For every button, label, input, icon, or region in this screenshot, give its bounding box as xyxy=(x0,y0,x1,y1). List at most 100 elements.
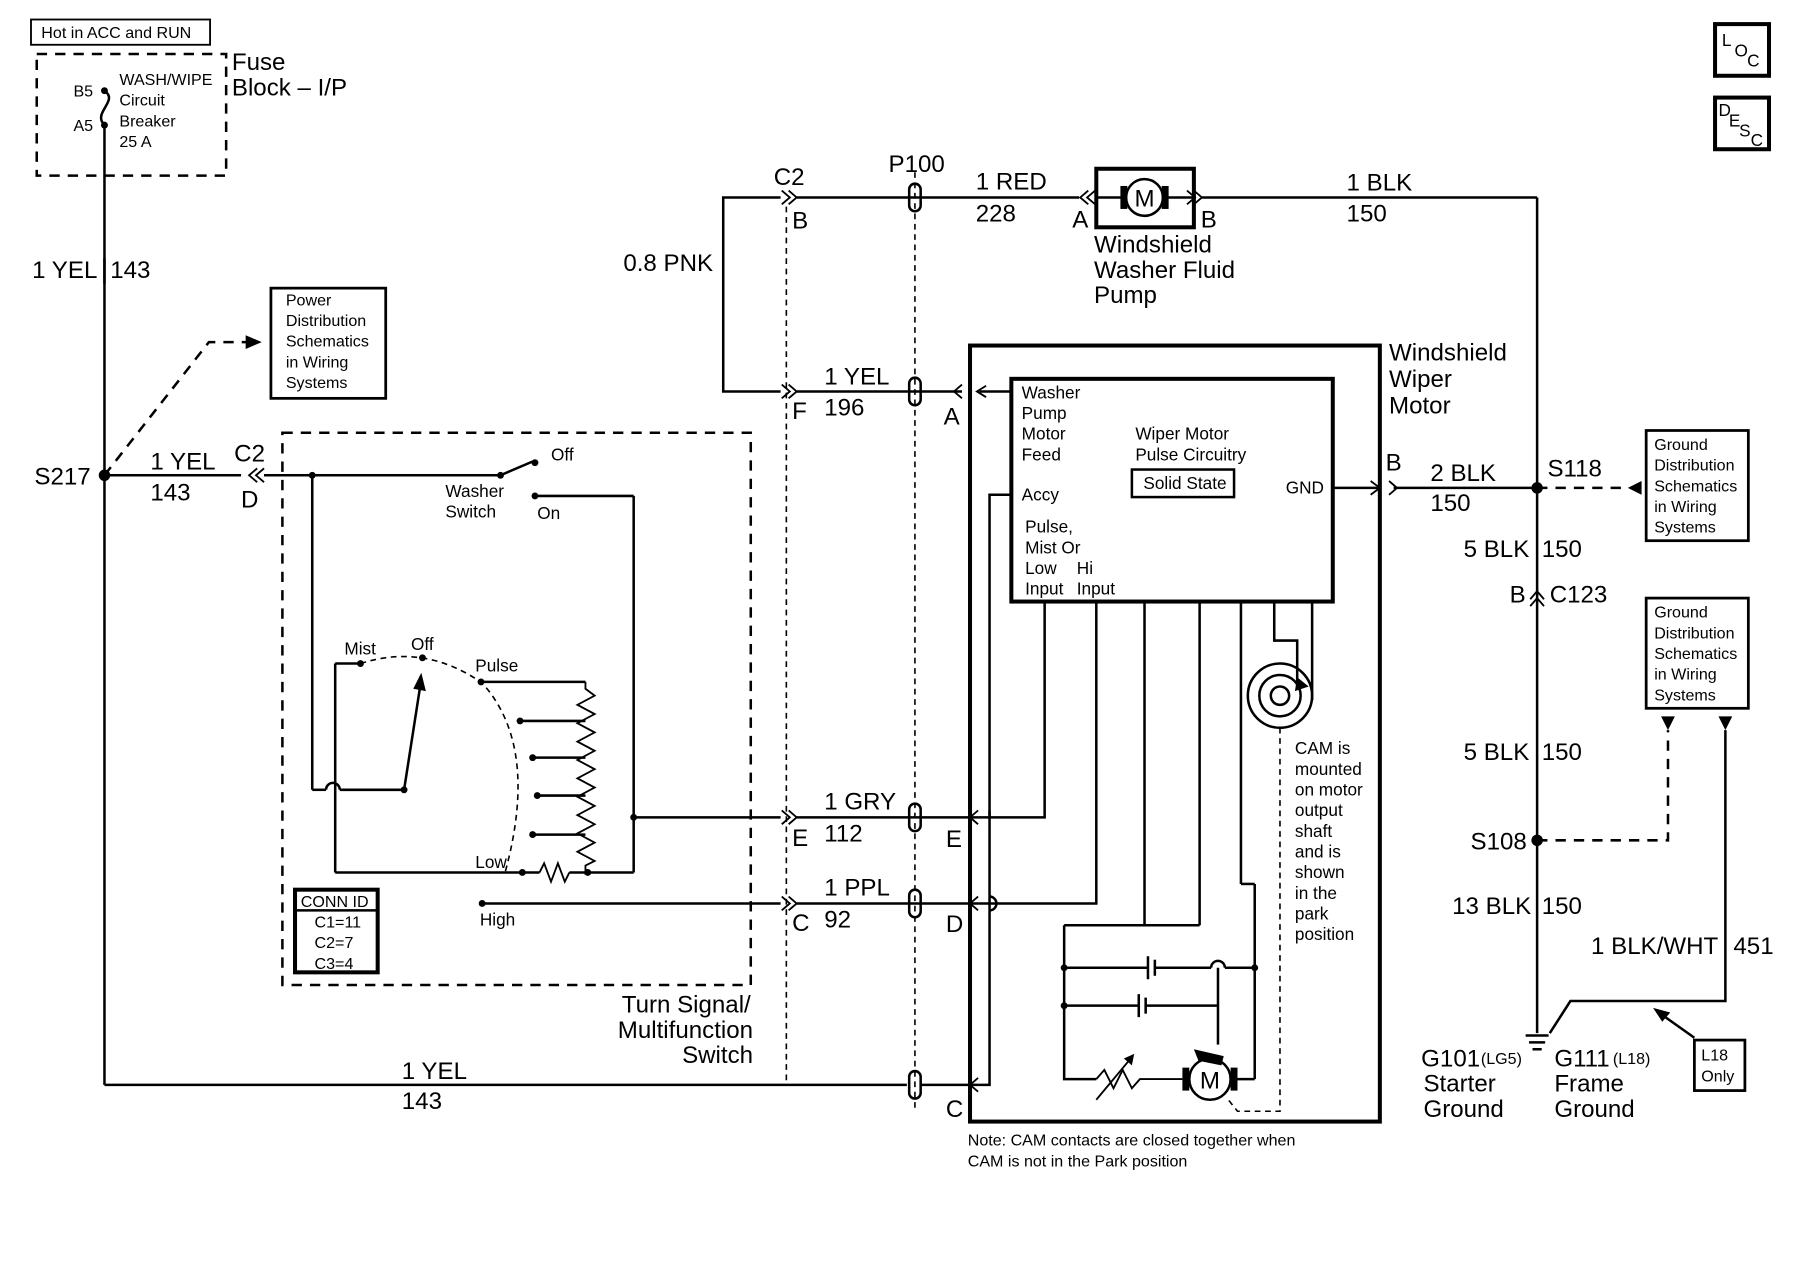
svg-text:Windshield: Windshield xyxy=(1389,339,1507,366)
breaker-label-2: Circuit xyxy=(119,92,165,110)
svg-text:Motor: Motor xyxy=(1389,392,1451,419)
svg-text:O: O xyxy=(1735,40,1748,60)
svg-text:C3=4: C3=4 xyxy=(315,955,354,973)
svg-text:Washer: Washer xyxy=(1022,382,1081,402)
svg-text:150: 150 xyxy=(1542,739,1582,766)
svg-text:13 BLK: 13 BLK xyxy=(1452,893,1531,920)
svg-text:Schematics: Schematics xyxy=(286,333,369,351)
svg-text:D: D xyxy=(1718,100,1730,120)
l18-only-box: L18 Only xyxy=(1693,1038,1747,1092)
svg-text:P100: P100 xyxy=(889,151,945,178)
svg-text:1 GRY: 1 GRY xyxy=(824,788,896,815)
svg-text:L: L xyxy=(1722,30,1732,50)
hot-label: Hot in ACC and RUN xyxy=(41,24,191,42)
circuit-breaker-symbol xyxy=(99,89,111,127)
svg-text:GND: GND xyxy=(1286,478,1324,498)
ground-distribution-ref-1[interactable]: Ground Distribution Schematics in Wiring… xyxy=(1644,429,1750,543)
svg-text:Power: Power xyxy=(286,291,332,309)
svg-text:Switch: Switch xyxy=(682,1042,753,1069)
wiper-motor-symbol: M xyxy=(1200,1067,1220,1094)
svg-text:Mist Or: Mist Or xyxy=(1025,537,1081,557)
svg-text:1 YEL: 1 YEL xyxy=(150,449,215,476)
svg-text:C123: C123 xyxy=(1550,582,1608,609)
svg-text:1 PPL: 1 PPL xyxy=(824,874,890,901)
svg-text:F: F xyxy=(792,398,807,425)
svg-text:in the: in the xyxy=(1295,883,1337,903)
svg-text:5 BLK: 5 BLK xyxy=(1464,739,1530,766)
ground-distribution-ref-2[interactable]: Ground Distribution Schematics in Wiring… xyxy=(1644,596,1750,710)
svg-text:shaft: shaft xyxy=(1295,821,1333,841)
svg-text:Accy: Accy xyxy=(1022,485,1060,505)
svg-text:Low: Low xyxy=(475,852,507,872)
svg-text:Off: Off xyxy=(551,444,574,464)
washer-fluid-pump: M A B Windshield Washer Fluid Pump xyxy=(1072,166,1235,309)
svg-text:Pulse Circuitry: Pulse Circuitry xyxy=(1135,444,1246,464)
ground-symbol-icon xyxy=(1525,1034,1549,1051)
svg-text:C: C xyxy=(946,1096,963,1123)
svg-text:150: 150 xyxy=(1542,893,1582,920)
loc-icon[interactable]: L O C xyxy=(1713,22,1772,78)
svg-text:CONN ID: CONN ID xyxy=(301,893,369,911)
svg-text:Systems: Systems xyxy=(1654,686,1716,704)
connector-c123-symbol xyxy=(1529,589,1545,607)
svg-text:High: High xyxy=(480,909,515,929)
svg-text:B: B xyxy=(792,207,808,234)
svg-text:143: 143 xyxy=(110,257,150,284)
svg-text:Input: Input xyxy=(1077,579,1115,599)
svg-text:position: position xyxy=(1295,924,1354,944)
svg-text:Ground: Ground xyxy=(1554,1096,1634,1123)
svg-text:Ground: Ground xyxy=(1654,604,1708,622)
svg-text:Pump: Pump xyxy=(1094,282,1157,309)
svg-text:196: 196 xyxy=(824,395,864,422)
desc-icon[interactable]: D E S C xyxy=(1713,95,1772,152)
svg-text:shown: shown xyxy=(1295,862,1345,882)
svg-text:and is: and is xyxy=(1295,842,1341,862)
svg-text:S118: S118 xyxy=(1547,455,1601,482)
svg-text:D: D xyxy=(946,911,963,938)
fuse-block: Fuse Block – I/P B5 A5 WASH/WIPE Circuit… xyxy=(35,49,347,177)
pump-motor-symbol: M xyxy=(1134,186,1154,213)
svg-text:A: A xyxy=(1072,206,1089,233)
power-distribution-ref[interactable]: Power Distribution Schematics in Wiring … xyxy=(269,286,388,400)
note-line-2: CAM is not in the Park position xyxy=(968,1152,1188,1170)
svg-text:B: B xyxy=(1201,206,1217,233)
svg-text:143: 143 xyxy=(150,480,190,507)
svg-text:Windshield: Windshield xyxy=(1094,232,1212,259)
svg-text:B: B xyxy=(1386,450,1402,477)
svg-text:Feed: Feed xyxy=(1022,444,1061,464)
svg-text:C: C xyxy=(792,910,809,937)
svg-text:C2=7: C2=7 xyxy=(315,934,354,952)
windshield-wiper-motor: Windshield Wiper Motor Washer Pump Motor… xyxy=(968,339,1507,1124)
svg-text:E: E xyxy=(1729,110,1740,130)
low-resistor xyxy=(538,860,571,885)
svg-text:112: 112 xyxy=(824,820,862,847)
note-line-1: Note: CAM contacts are closed together w… xyxy=(968,1132,1296,1150)
svg-text:1 BLK/WHT: 1 BLK/WHT xyxy=(1591,933,1718,960)
svg-text:1 RED: 1 RED xyxy=(976,168,1047,195)
svg-text:park: park xyxy=(1295,904,1329,924)
fuse-pin-a5: A5 xyxy=(73,117,93,135)
svg-text:Pulse: Pulse xyxy=(475,656,518,676)
svg-text:G111: G111 xyxy=(1554,1045,1609,1072)
svg-text:C1=11: C1=11 xyxy=(315,914,362,932)
svg-text:Hi: Hi xyxy=(1077,558,1093,578)
svg-text:1 BLK: 1 BLK xyxy=(1347,170,1413,197)
breaker-label-1: WASH/WIPE xyxy=(119,71,212,89)
svg-text:G101: G101 xyxy=(1421,1045,1480,1072)
svg-text:C2: C2 xyxy=(234,440,265,467)
svg-text:Ground: Ground xyxy=(1423,1096,1503,1123)
svg-text:Distribution: Distribution xyxy=(1654,624,1734,642)
svg-text:Distribution: Distribution xyxy=(1654,457,1734,475)
breaker-label-4: 25 A xyxy=(119,133,151,151)
svg-text:in Wiring: in Wiring xyxy=(1654,498,1716,516)
svg-text:S108: S108 xyxy=(1471,829,1527,856)
breaker-label-3: Breaker xyxy=(119,112,176,130)
svg-text:C: C xyxy=(1747,51,1759,71)
svg-text:E: E xyxy=(946,826,962,853)
svg-text:143: 143 xyxy=(402,1088,442,1115)
svg-text:On: On xyxy=(537,503,560,523)
svg-text:150: 150 xyxy=(1542,536,1582,563)
svg-text:150: 150 xyxy=(1347,201,1387,228)
svg-text:Schematics: Schematics xyxy=(1654,645,1737,663)
